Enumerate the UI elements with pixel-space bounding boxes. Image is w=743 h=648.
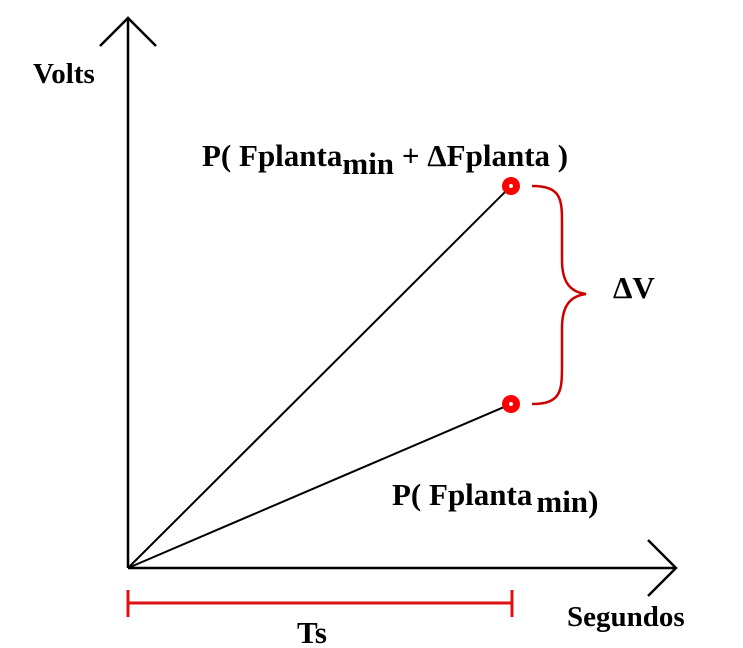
ts-label: Ts — [297, 615, 327, 648]
y-axis — [99, 16, 157, 568]
ts-bracket — [126, 590, 514, 617]
x-axis-arrowhead — [647, 539, 678, 597]
lower-line — [127, 403, 512, 569]
upper-line — [127, 185, 512, 569]
lower-point-label-prefix: P( Fplanta — [392, 477, 533, 512]
lower-point-label-suffix: ) — [588, 484, 598, 519]
upper-point-label-suffix: + ΔFplanta ) — [394, 138, 568, 173]
upper-point-marker — [502, 177, 520, 195]
x-axis-label: Segundos — [567, 601, 685, 633]
y-axis-label: Volts — [33, 58, 95, 90]
lower-point-label-subscript: min — [536, 484, 588, 519]
upper-point-label: P( Fplantamin + ΔFplanta ) — [202, 138, 568, 181]
delta-v-brace — [531, 184, 587, 406]
x-axis — [128, 539, 678, 597]
upper-point-label-subscript: min — [342, 146, 394, 181]
upper-point-label-prefix: P( Fplanta — [202, 138, 343, 173]
lower-point-marker — [502, 395, 520, 413]
y-axis-arrowhead — [99, 16, 157, 47]
delta-v-label: ΔV — [613, 270, 655, 305]
